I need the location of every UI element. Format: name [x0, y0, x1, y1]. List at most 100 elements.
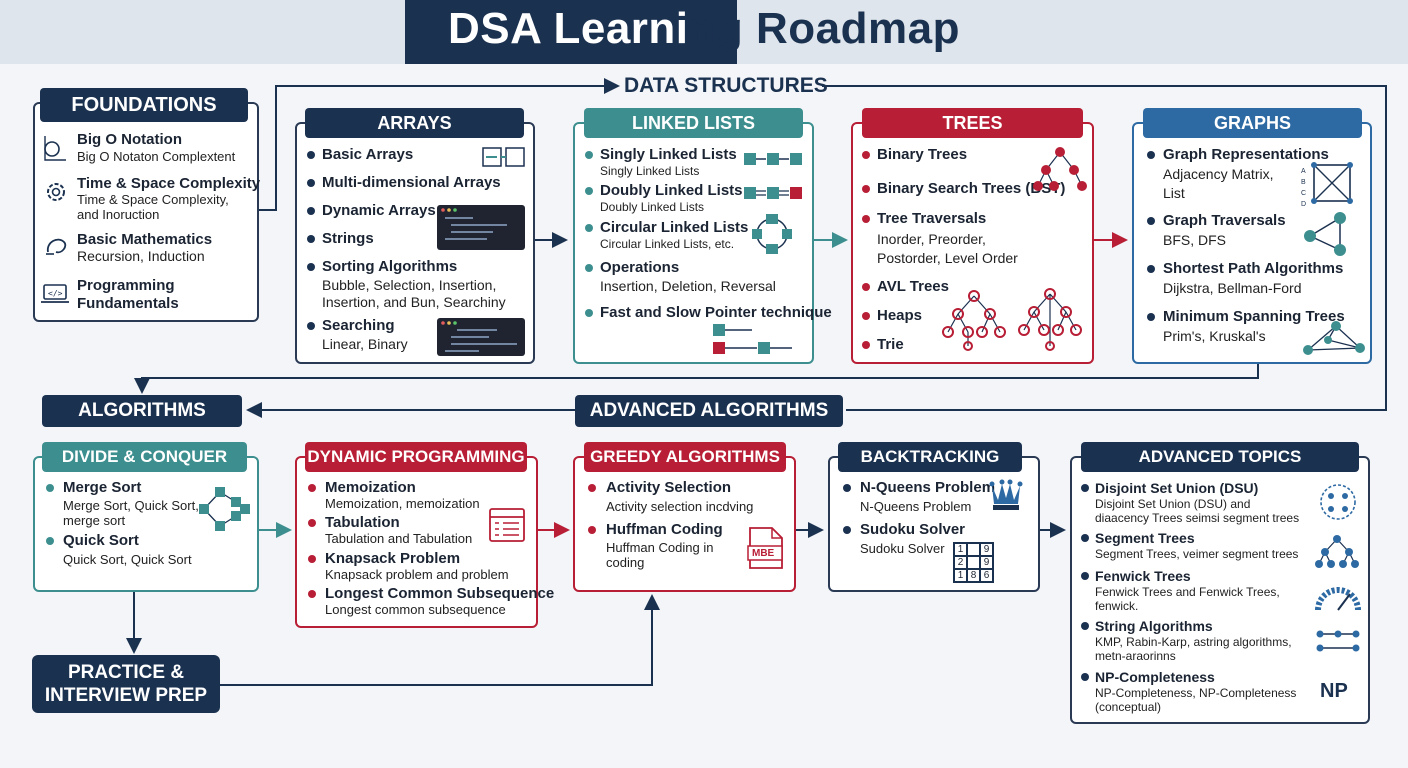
- foundations-item-complexity: Time & Space Complexity: [77, 175, 261, 192]
- page-title: DSA Learning Roadmap: [448, 4, 960, 53]
- linked-lists-sub-singly: Singly Linked Lists: [600, 164, 700, 178]
- trees-item-trie: Trie: [877, 336, 904, 353]
- advanced-item-np: NP-Completeness: [1095, 669, 1215, 685]
- greedy-sub-huffman: Huffman Coding in coding: [606, 540, 714, 570]
- foundations-sub-math: Recursion, Induction: [77, 248, 205, 264]
- foundations-item-math: Basic Mathematics: [77, 231, 213, 248]
- foundations-box: [33, 102, 259, 322]
- bullet: [862, 312, 870, 320]
- spanning-tree-icon: [1303, 321, 1365, 355]
- graph-traversal-icon: [1304, 212, 1346, 256]
- arrays-sub-sorting: Bubble, Selection, Insertion, Insertion,…: [322, 277, 506, 310]
- foundations-sub-complexity: Time & Space Complexity, and Inoruction: [77, 192, 229, 222]
- bullet: [862, 215, 870, 223]
- trees-sub-traversals: Inorder, Preorder, Postorder, Level Orde…: [877, 231, 1018, 266]
- bullet: [585, 187, 593, 195]
- array-boxes-icon: [482, 147, 525, 167]
- bullet: [862, 151, 870, 159]
- foundations-item-programming: Programming Fundamentals: [77, 277, 179, 312]
- bullet: [588, 484, 596, 492]
- arrays-item-sorting: Sorting Algorithms: [322, 258, 458, 275]
- bullet: [1081, 572, 1089, 580]
- bullet: [862, 341, 870, 349]
- bullet: [862, 283, 870, 291]
- trees-header: TREES: [862, 108, 1083, 138]
- advanced-sub-segment: Segment Trees, veimer segment trees: [1095, 547, 1299, 561]
- big-o-icon: [44, 136, 66, 161]
- graphs-sub-traversals: BFS, DFS: [1163, 232, 1227, 248]
- linked-lists-header: LINKED LISTS: [584, 108, 803, 138]
- graphs-header: GRAPHS: [1143, 108, 1362, 138]
- bullet: [862, 185, 870, 193]
- foundations-sub-big-o: Big O Notaton Complextent: [77, 149, 236, 164]
- graphs-sub-shortest-path: Dijkstra, Bellman-Ford: [1163, 280, 1302, 296]
- bullet: [585, 309, 593, 317]
- bullet: [1147, 265, 1155, 273]
- queen-icon: [989, 479, 1023, 510]
- advanced-sub-string: KMP, Rabin-Karp, astring algorithms, met…: [1095, 635, 1292, 663]
- divide-conquer-item-merge: Merge Sort: [63, 479, 142, 496]
- advanced-sub-dsu: Disjoint Set Union (DSU) and diaacency T…: [1095, 497, 1300, 525]
- bullet: [307, 207, 315, 215]
- trees-item-bst: Binary Search Trees (BST): [877, 180, 1066, 197]
- advanced-item-string: String Algorithms: [1095, 618, 1213, 634]
- foundations-header: FOUNDATIONS: [40, 88, 248, 122]
- divide-conquer-sub-merge: Merge Sort, Quick Sort, merge sort: [63, 498, 199, 528]
- bullet: [585, 224, 593, 232]
- binary-tree-icon: [1033, 147, 1087, 191]
- trees-item-avl: AVL Trees: [877, 278, 949, 295]
- graphs-item-shortest-path: Shortest Path Algorithms: [1163, 260, 1344, 277]
- advanced-topics-box: [1070, 456, 1370, 724]
- bullet: [307, 151, 315, 159]
- bullet: [308, 555, 316, 563]
- dp-sub-knapsack: Knapsack problem and problem: [325, 567, 509, 582]
- advanced-algorithms-label: ADVANCED ALGORITHMS: [575, 395, 843, 427]
- math-icon: [46, 238, 67, 255]
- dsu-icon: [1320, 484, 1356, 520]
- backtracking-item-sudoku: Sudoku Solver: [860, 521, 966, 538]
- bullet: [1081, 484, 1089, 492]
- code-snippet-icon: [437, 318, 525, 356]
- bullet: [588, 526, 596, 534]
- svg-text:</>: </>: [48, 289, 63, 298]
- bullet: [307, 263, 315, 271]
- bullet: [1081, 534, 1089, 542]
- np-icon: NP: [1320, 680, 1348, 702]
- dp-item-knapsack: Knapsack Problem: [325, 550, 461, 567]
- arrays-header: ARRAYS: [305, 108, 524, 138]
- trees-item-heaps: Heaps: [877, 307, 923, 324]
- backtracking-item-nqueens: N-Queens Problem: [860, 479, 996, 496]
- data-structures-label: DATA STRUCTURES: [624, 74, 828, 97]
- practice-interview-prep-label: PRACTICE & INTERVIEW PREP: [32, 655, 220, 713]
- segment-tree-icon: [1315, 535, 1359, 568]
- bullet: [307, 179, 315, 187]
- divide-conquer-icon: [199, 487, 250, 531]
- singly-list-icon: [744, 153, 802, 165]
- divide-conquer-sub-quick: Quick Sort, Quick Sort: [63, 552, 192, 567]
- arrays-item-searching: Searching: [322, 317, 395, 334]
- bullet: [1081, 622, 1089, 630]
- greedy-box: [573, 456, 796, 592]
- divide-conquer-header: DIVIDE & CONQUER: [42, 442, 247, 472]
- trees-box: [851, 122, 1094, 364]
- advanced-item-segment: Segment Trees: [1095, 530, 1195, 546]
- linked-lists-item-fast-slow: Fast and Slow Pointer technique: [600, 304, 832, 321]
- advanced-topics-header: ADVANCED TOPICS: [1081, 442, 1359, 472]
- bullet: [585, 264, 593, 272]
- linked-lists-sub-operations: Insertion, Deletion, Reversal: [600, 278, 776, 294]
- bullet: [307, 235, 315, 243]
- advanced-item-fenwick: Fenwick Trees: [1095, 568, 1191, 584]
- document-icon: [747, 527, 783, 569]
- bullet: [308, 484, 316, 492]
- bullet: [46, 537, 54, 545]
- dp-item-tabulation: Tabulation: [325, 514, 400, 531]
- trees-item-binary: Binary Trees: [877, 146, 968, 163]
- string-icon: [1316, 630, 1360, 652]
- doubly-list-icon: [744, 187, 802, 199]
- dp-sub-tabulation: Tabulation and Tabulation: [325, 531, 473, 546]
- fenwick-gauge-icon: [1315, 587, 1361, 611]
- backtracking-sub-nqueens: N-Queens Problem: [860, 499, 972, 514]
- greedy-header: GREEDY ALGORITHMS: [584, 442, 786, 472]
- linked-lists-item-singly: Singly Linked Lists: [600, 146, 737, 163]
